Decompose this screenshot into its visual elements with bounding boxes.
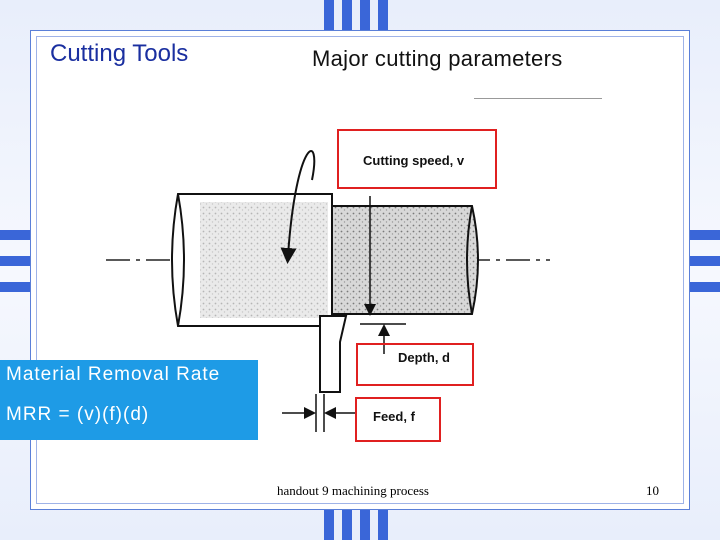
slide-title: Cutting Tools	[50, 40, 189, 67]
callout-depth: Depth, d	[356, 343, 474, 386]
frame-deco-bottom-1	[324, 504, 334, 540]
mrr-formula: MRR = (v)(f)(d)	[6, 404, 150, 425]
label-cutting-speed: Cutting speed, v	[363, 153, 465, 168]
slide-subtitle: Major cutting parameters	[312, 46, 563, 71]
frame-deco-top-4	[378, 0, 388, 42]
page-number: 10	[646, 483, 659, 498]
workpiece-cut	[331, 205, 479, 315]
label-feed: Feed, f	[373, 409, 415, 424]
cutting-tool	[319, 315, 348, 393]
frame-deco-top-2	[342, 0, 352, 42]
label-depth: Depth, d	[398, 350, 450, 365]
frame-deco-bottom-4	[378, 498, 388, 540]
slide-footer: handout 9 machining process	[277, 483, 429, 498]
callout-feed: Feed, f	[355, 397, 441, 442]
frame-deco-left-1	[0, 230, 36, 240]
callout-cutting-speed: Cutting speed, v	[337, 129, 497, 189]
frame-deco-right-1	[684, 230, 720, 240]
rotation-arrow	[280, 150, 316, 264]
frame-deco-top-1	[324, 0, 334, 36]
frame-deco-top-3	[360, 0, 370, 36]
frame-deco-left-2	[0, 256, 42, 266]
frame-deco-right-2	[678, 256, 720, 266]
turning-diagram	[106, 150, 550, 432]
mrr-box: Material Removal Rate MRR = (v)(f)(d)	[0, 360, 258, 440]
frame-deco-right-3	[684, 282, 720, 292]
subtitle-rule	[474, 98, 602, 99]
frame-deco-left-3	[0, 282, 36, 292]
frame-deco-bottom-2	[342, 498, 352, 540]
frame-deco-bottom-3	[360, 504, 370, 540]
mrr-heading: Material Removal Rate	[6, 364, 221, 385]
